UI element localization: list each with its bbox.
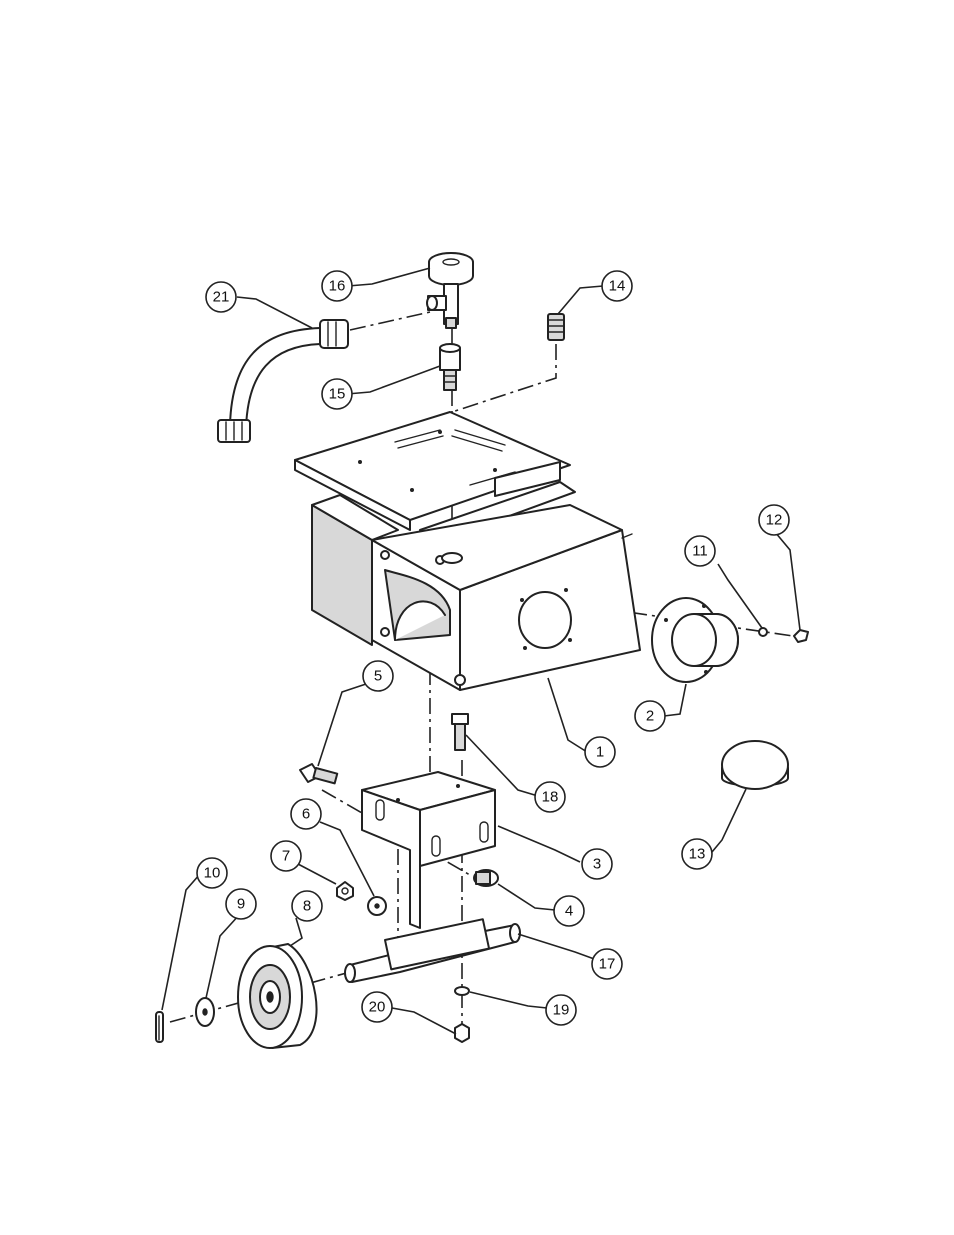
svg-text:6: 6 <box>302 806 310 823</box>
svg-text:18: 18 <box>542 789 559 806</box>
callout-10: 10 <box>197 858 227 888</box>
svg-text:17: 17 <box>599 956 616 973</box>
long-bolt-part <box>452 714 468 750</box>
lock-washer-part <box>455 987 469 995</box>
fitting-part <box>440 344 460 390</box>
callout-20: 20 <box>362 992 392 1022</box>
callout-1: 1 <box>585 737 615 767</box>
side-bolt-part <box>300 764 337 783</box>
svg-text:12: 12 <box>766 512 783 529</box>
callout-13: 13 <box>682 839 712 869</box>
svg-text:1: 1 <box>596 744 604 761</box>
plug-part <box>548 314 564 340</box>
svg-text:15: 15 <box>329 386 346 403</box>
svg-text:7: 7 <box>282 848 290 865</box>
svg-text:14: 14 <box>609 278 626 295</box>
svg-text:16: 16 <box>329 278 346 295</box>
collar-part <box>652 598 738 682</box>
callout-19: 19 <box>546 995 576 1025</box>
callout-15: 15 <box>322 379 352 409</box>
axle-nut-part <box>455 1024 469 1042</box>
callout-14: 14 <box>602 271 632 301</box>
callout-6: 6 <box>291 799 321 829</box>
valve-part <box>427 253 473 328</box>
svg-text:2: 2 <box>646 708 654 725</box>
wheel-washer-part <box>196 998 214 1026</box>
callout-5: 5 <box>363 661 393 691</box>
svg-text:19: 19 <box>553 1002 570 1019</box>
bracket-bolt-part <box>474 870 498 886</box>
callout-21: 21 <box>206 282 236 312</box>
callout-8: 8 <box>292 891 322 921</box>
svg-text:3: 3 <box>593 856 601 873</box>
svg-text:11: 11 <box>692 543 708 560</box>
washer-part <box>368 897 386 915</box>
cap-part <box>722 741 788 789</box>
callout-11: 11 <box>685 536 715 566</box>
wheel-part <box>238 944 317 1048</box>
callout-16: 16 <box>322 271 352 301</box>
svg-text:5: 5 <box>374 668 382 685</box>
callout-7: 7 <box>271 841 301 871</box>
callout-4: 4 <box>554 896 584 926</box>
svg-text:10: 10 <box>204 865 221 882</box>
svg-text:4: 4 <box>565 903 573 920</box>
nut-part <box>337 882 353 900</box>
svg-text:21: 21 <box>213 289 230 306</box>
svg-text:13: 13 <box>689 846 706 863</box>
svg-text:9: 9 <box>237 896 245 913</box>
callout-9: 9 <box>226 889 256 919</box>
callout-17: 17 <box>592 949 622 979</box>
axle-part <box>345 919 520 982</box>
housing-part <box>295 412 640 690</box>
small-screw-part <box>794 630 808 642</box>
callout-12: 12 <box>759 505 789 535</box>
svg-text:8: 8 <box>303 898 311 915</box>
callout-3: 3 <box>582 849 612 879</box>
callout-2: 2 <box>635 701 665 731</box>
small-washer-part <box>759 628 767 636</box>
svg-text:20: 20 <box>369 999 386 1016</box>
callout-18: 18 <box>535 782 565 812</box>
cotter-pin-part <box>156 1012 163 1042</box>
